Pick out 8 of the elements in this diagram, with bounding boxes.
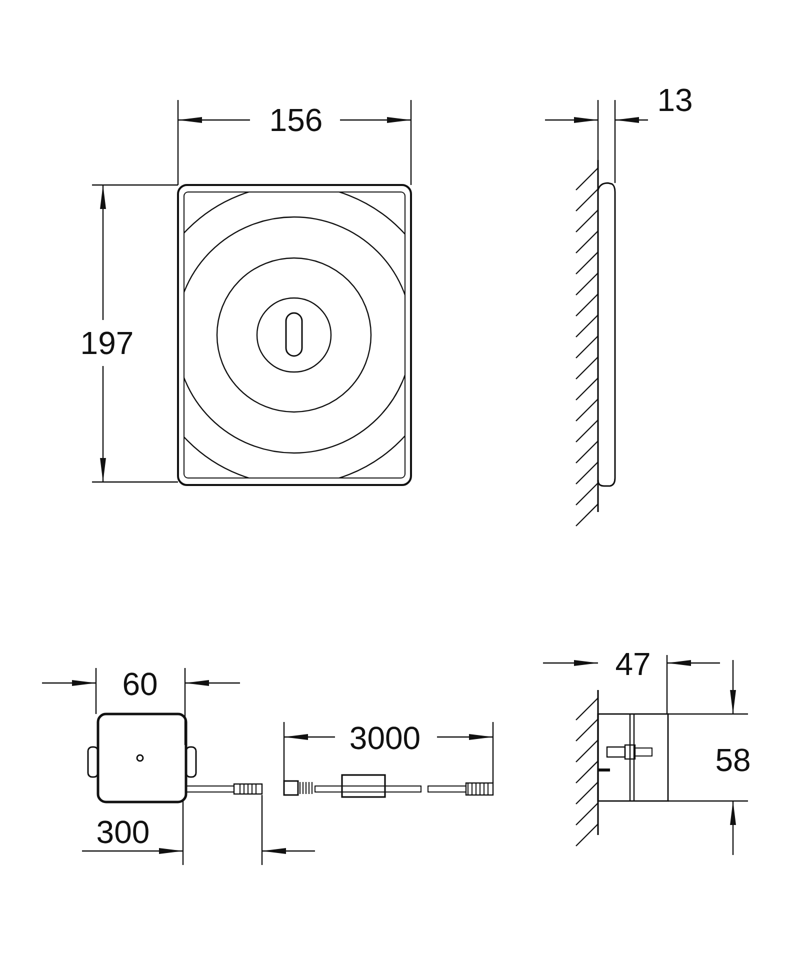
dimension-value: 300: [96, 816, 150, 848]
dimension-value: 47: [615, 648, 651, 680]
dimension-value: 156: [269, 104, 323, 136]
dimension-value: 58: [715, 744, 751, 776]
dimension-value: 3000: [349, 722, 421, 754]
dimension-value: 60: [122, 668, 158, 700]
dimension-value: 13: [657, 84, 693, 116]
dimension-value: 197: [80, 327, 134, 359]
